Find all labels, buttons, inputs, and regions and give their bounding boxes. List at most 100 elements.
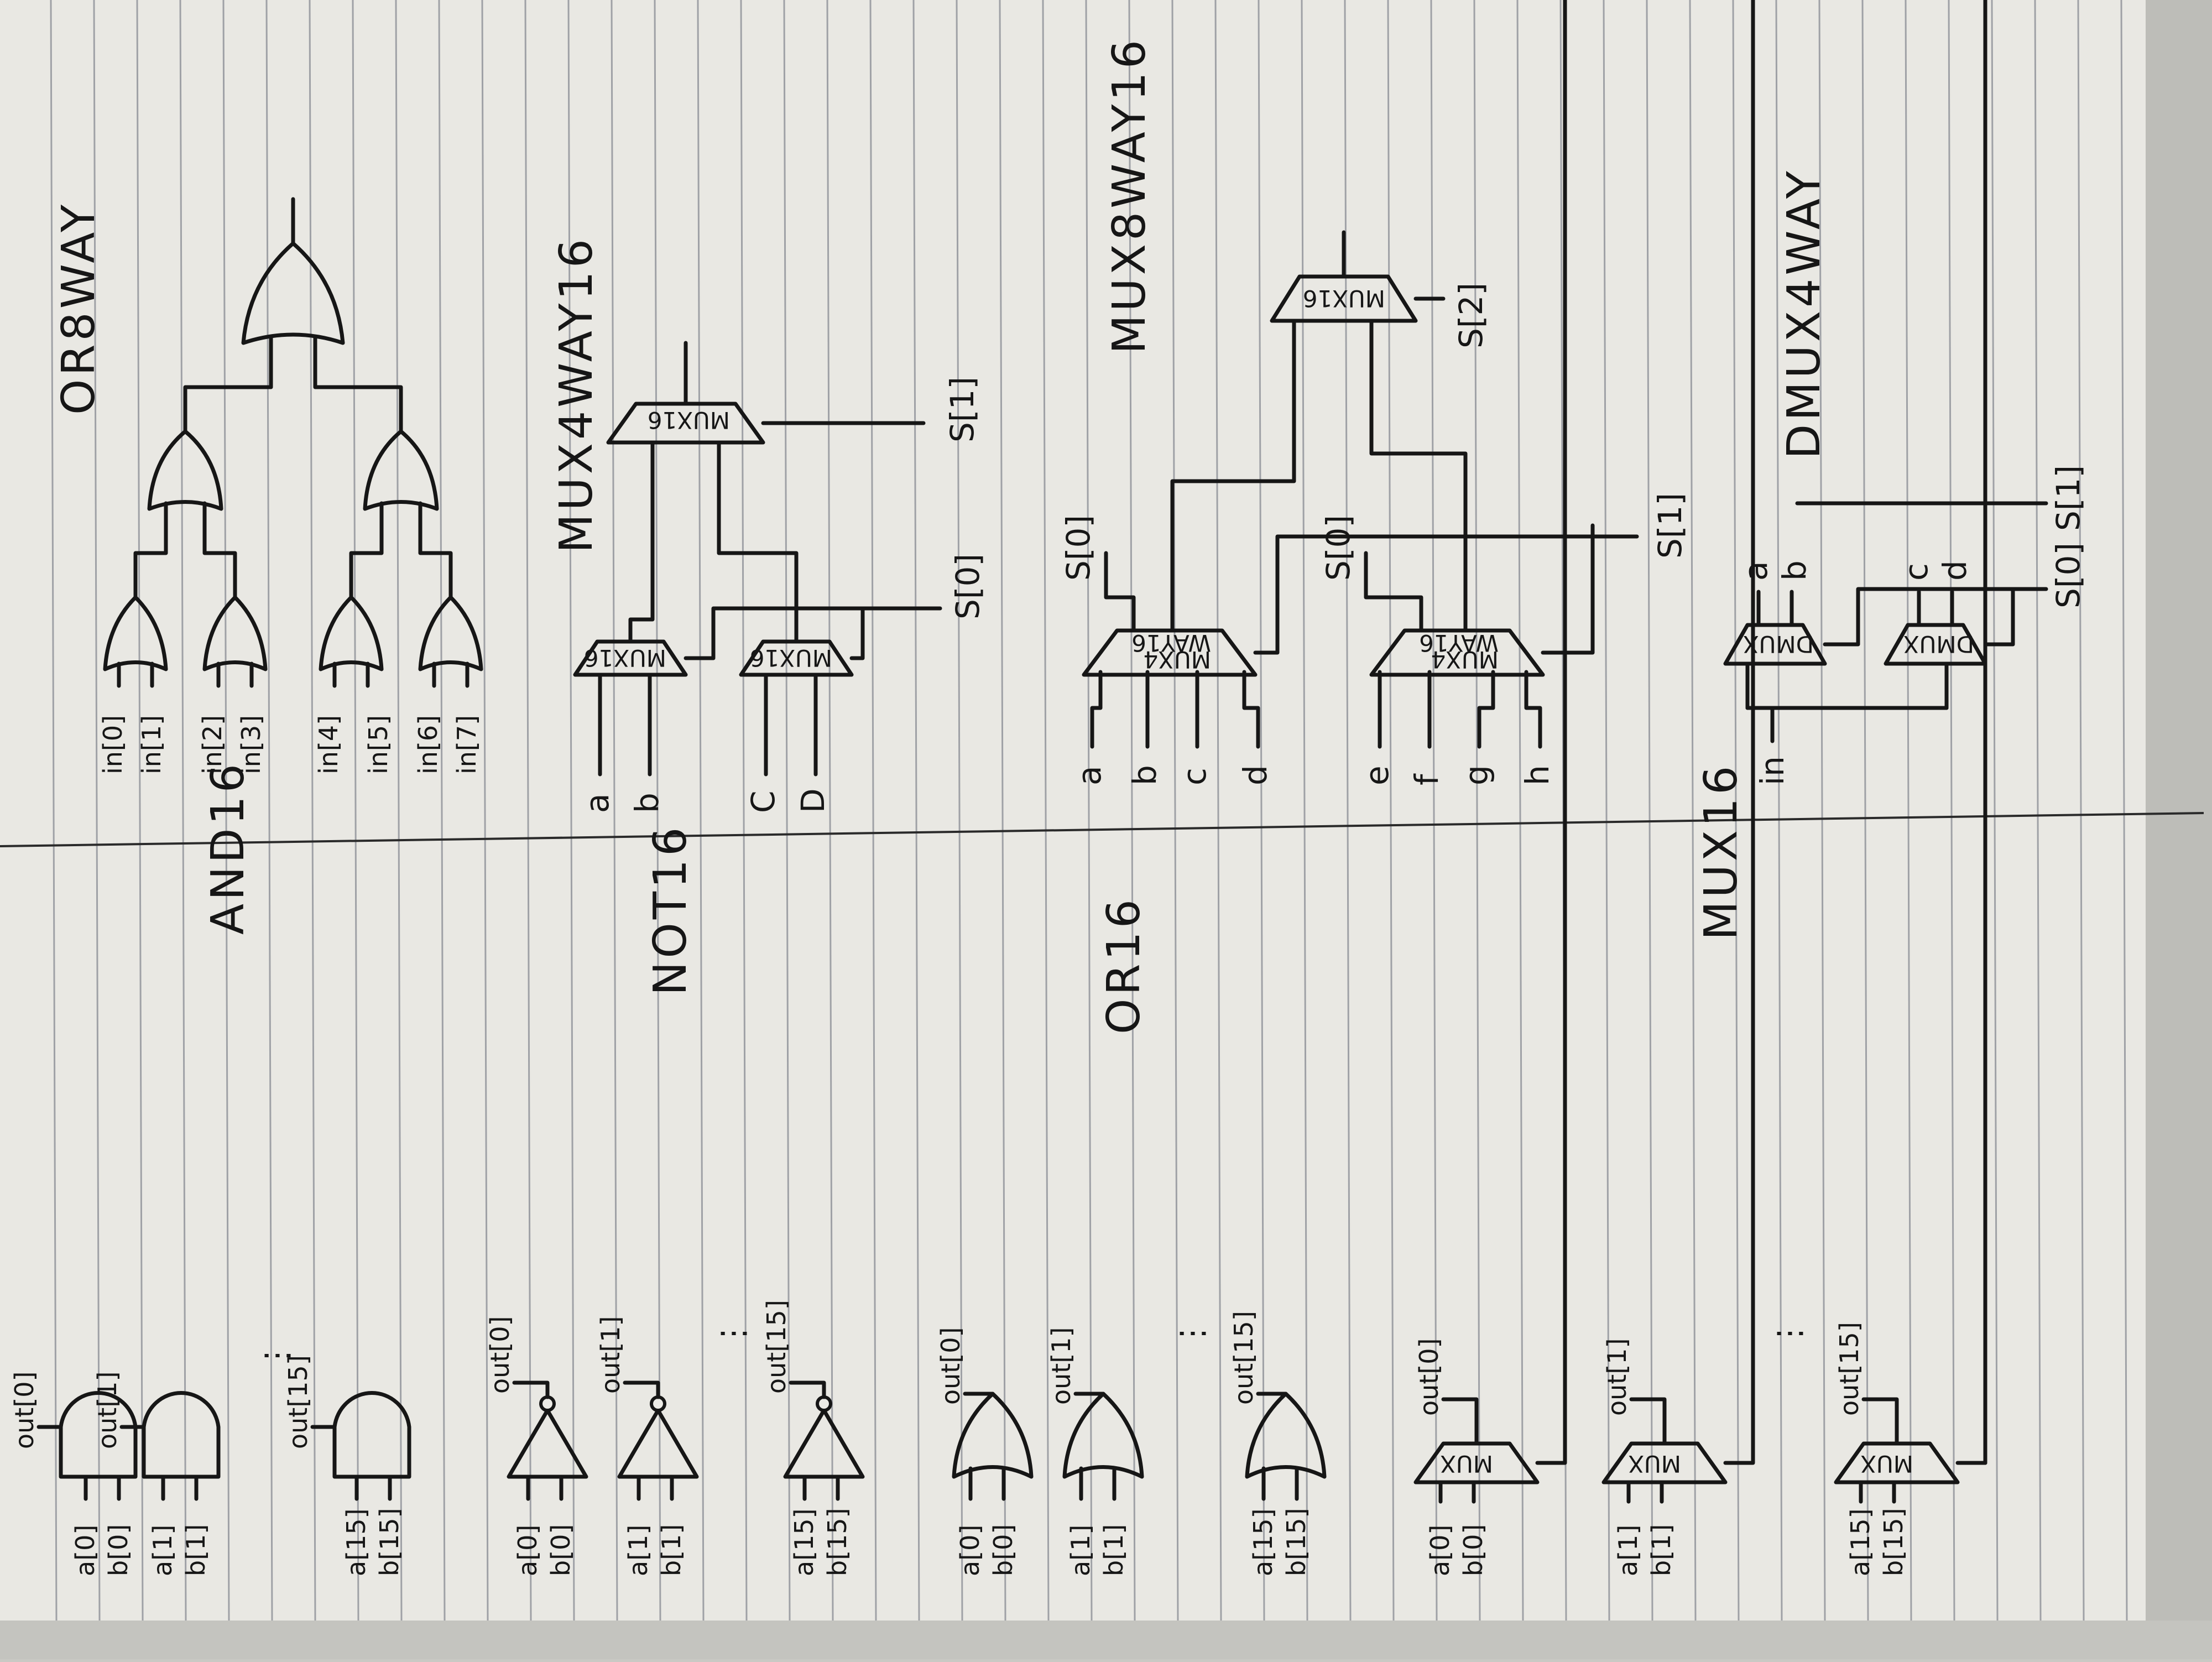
dmux4way-out-d: d [1936,560,1974,581]
not16-out-15: out[15] [761,1300,791,1394]
or8way-in-1: in[1] [137,715,166,774]
mux8way16-in-e: e [1358,765,1396,785]
dmux4way-section: DMUX4WAY in DMUX a b DMUX c d S[0] S[1] [1723,168,2087,785]
or16-or-gate-1 [1062,1392,1144,1479]
or8way-or-gate-4567 [363,429,439,511]
or16-out-1: out[1] [1046,1327,1076,1405]
not16-in-5: b[15] [822,1508,852,1576]
ruled-line [438,0,446,1621]
mux16-out-0: out[0] [1414,1338,1444,1416]
and16-and-gate-0 [59,1390,138,1479]
not16-in-4: a[15] [789,1508,819,1576]
mux16-in-4: a[15] [1845,1508,1875,1576]
ruled-line [1991,0,1999,1621]
mux8way16-in-b: b [1126,765,1164,785]
mux8way16-section: MUX8WAY16 a b c d e f g h MUX4 WAY16 S[0… [1060,37,1689,785]
ruled-line [1732,0,1740,1621]
mux8way16-mux4way-efgh-label2: WAY16 [1419,629,1499,657]
not16-title: NOT16 [644,824,697,996]
ruled-line [1646,0,1653,1621]
dmux4way-dmux-ab [1723,623,1827,666]
or8way-title: OR8WAY [53,201,105,415]
not16-not-gate-0 [507,1408,588,1479]
or16-in-0: a[0] [955,1525,985,1576]
mux16-mux-1 [1601,1441,1728,1484]
mux4way16-title: MUX4WAY16 [550,236,603,553]
mux8way16-s0-bottom-label: S[0] [1319,515,1357,581]
mux16-title: MUX16 [1695,763,1747,940]
ruled-line [783,0,791,1621]
ruled-line [524,0,532,1621]
mux16-out-15: out[15] [1834,1322,1864,1416]
ruled-line [697,0,705,1621]
mux4way16-in-c: C [744,791,782,814]
ruled-line [1861,0,1869,1621]
ruled-line [1516,0,1524,1621]
mux16-mux-0 [1413,1441,1540,1484]
ruled-line [179,0,187,1621]
mux8way16-in-f: f [1408,773,1446,785]
page-bottom-edge [0,1621,2212,1659]
and16-ellipsis: ⋮ [258,1340,295,1372]
not16-bubble-0 [539,1395,556,1412]
or16-in-3: b[1] [1099,1524,1129,1576]
ruled-line [2077,0,2085,1621]
and16-in-4: a[15] [341,1508,371,1576]
not16-in-1: b[0] [546,1524,576,1576]
mux8way16-mux4way-efgh-label1: MUX4 [1431,646,1499,673]
or8way-in-5: in[5] [363,715,393,774]
ruled-line [1085,0,1093,1621]
mux4way16-section: MUX4WAY16 a b C D MUX16 MUX16 S[0] MUX16… [550,236,987,813]
mux4way16-in-d: D [794,788,832,813]
ruled-line [309,0,316,1621]
or8way-or-gate-final [241,241,345,345]
mux4way16-mux-final [606,402,765,445]
notes: AND16 a[0] b[0] a[1] b[1] a[15] b[15] ou… [9,0,2087,1576]
not16-out-1: out[1] [596,1316,625,1394]
mux8way16-s2-label: S[2] [1452,283,1490,348]
or16-ellipsis: ⋮ [1173,1317,1211,1350]
mux16-mux-1-label: MUX [1628,1450,1681,1477]
or8way-in-0: in[0] [98,715,128,774]
dmux4way-title: DMUX4WAY [1778,168,1830,459]
center-fold-line [0,812,2204,847]
or16-in-1: b[0] [988,1524,1018,1576]
and16-in-3: b[1] [181,1524,211,1576]
mux8way16-mux4way-efgh [1369,628,1545,677]
dmux4way-in-label: in [1754,756,1791,785]
ruled-line [826,0,834,1621]
mux4way16-mux-ab-label: MUX16 [584,644,666,671]
mux16-ellipsis: ⋮ [1770,1317,1808,1350]
mux16-in-0: a[0] [1425,1525,1455,1576]
mux16-mux-15 [1834,1441,1960,1484]
or8way-in-4: in[4] [314,715,343,774]
not16-in-3: b[1] [656,1524,686,1576]
ruled-line [1301,0,1308,1621]
or8way-or-gate-01 [103,595,168,671]
or8way-in-6: in[6] [413,715,443,774]
mux16-section: MUX16 a[0] b[0] a[1] b[1] a[15] b[15] MU… [1413,0,1987,1576]
page-edge [2146,0,2212,1659]
and16-and-gate-1 [142,1390,221,1479]
or16-section: OR16 a[0] b[0] a[1] b[1] a[15] b[15] out… [936,896,1327,1576]
and16-in-5: b[15] [374,1508,404,1576]
ruled-line [999,0,1006,1621]
mux8way16-in-a: a [1071,765,1108,785]
ruled-line [1948,0,1955,1621]
ruled-line [1473,0,1481,1621]
dmux4way-s0-label: S[0] [2049,543,2087,608]
and16-title: AND16 [202,760,254,935]
or16-in-4: a[15] [1248,1508,1278,1576]
ruled-line [740,0,748,1621]
mux16-in-5: b[15] [1879,1508,1908,1576]
ruled-line [1818,0,1826,1621]
ruled-line [1430,0,1438,1621]
or8way-or-gate-67 [418,595,483,671]
mux4way16-mux-cd-label: MUX16 [750,644,832,671]
ruled-line [869,0,877,1621]
ruled-line [1775,0,1783,1621]
mux16-in-2: a[1] [1613,1525,1643,1576]
or8way-section: OR8WAY in[0] in[1] in[2] in[3] in[4] in[… [53,197,483,774]
